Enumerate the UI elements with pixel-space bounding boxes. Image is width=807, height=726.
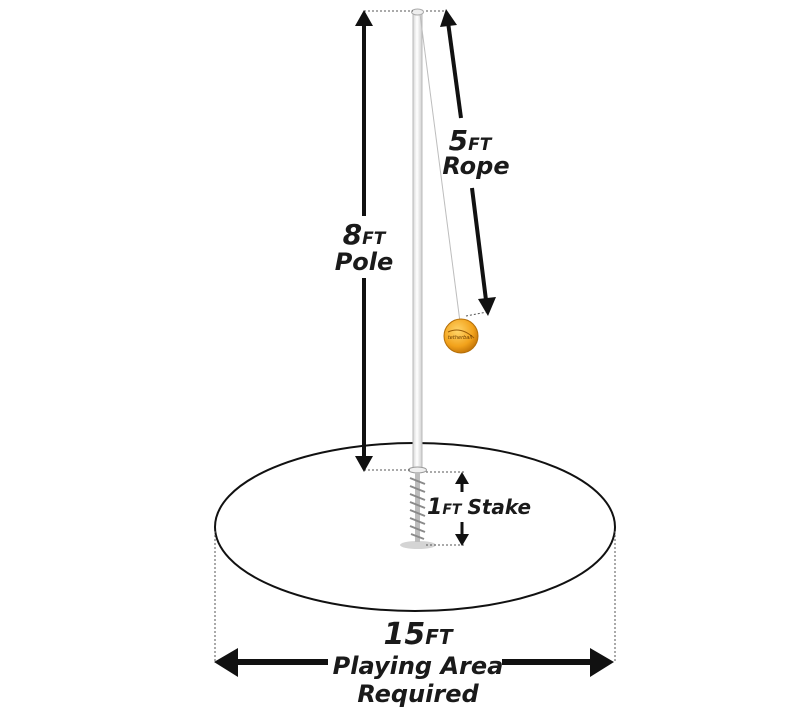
- tetherball: tetherball: [443, 318, 479, 354]
- pole-top-cap: [411, 8, 424, 16]
- stake-depth-arrow: [455, 472, 469, 546]
- pole-label: Pole: [335, 248, 394, 276]
- playing-area-label-line2: Required: [357, 680, 479, 708]
- playing-area-dimension-label: 15FT: [383, 617, 453, 652]
- pole: [412, 11, 423, 471]
- rope-dimension-label: 5FT: [449, 124, 493, 157]
- guide-lines: [214, 10, 616, 662]
- rope-label: Rope: [442, 152, 509, 180]
- stake-ground-shadow: [400, 541, 436, 549]
- playing-area-label-line1: Playing Area: [333, 652, 504, 680]
- pole-dimension-label: 8FT: [343, 218, 387, 251]
- ball-logo-text: tetherball: [448, 335, 473, 341]
- pole-height-arrow: [355, 10, 373, 472]
- rope: [419, 13, 461, 323]
- ground-stake: [409, 472, 426, 542]
- playing-area-width-arrow: [214, 648, 614, 677]
- rope-length-arrow: [440, 9, 496, 316]
